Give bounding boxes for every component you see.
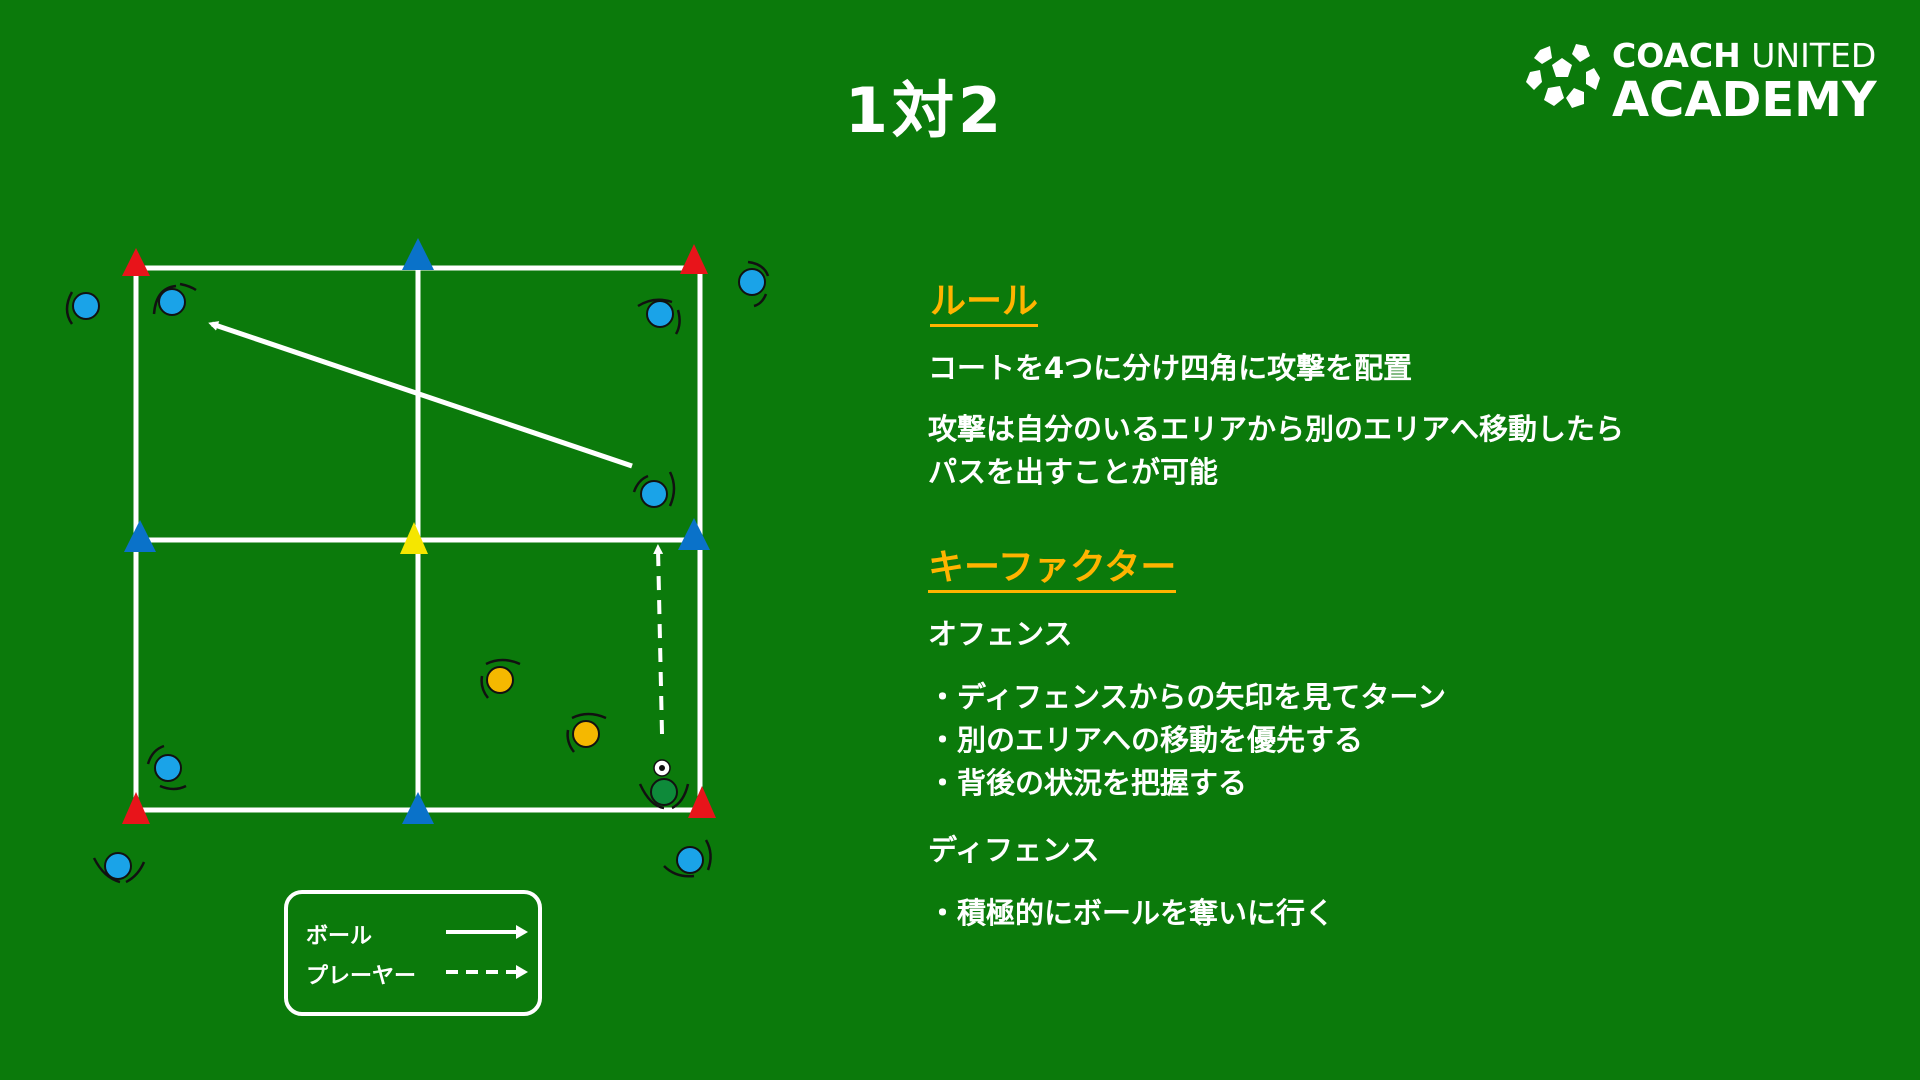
offense-item: ・別のエリアへの移動を優先する bbox=[928, 723, 1364, 757]
player-ball-carrier-icon bbox=[638, 778, 690, 810]
rule-item: パスを出すことが可能 bbox=[928, 455, 1219, 489]
logo-text-academy: ACADEMY bbox=[1612, 72, 1877, 128]
player-defender-icon bbox=[480, 658, 521, 699]
brand-logo: COACH UNITED ACADEMY bbox=[1520, 36, 1880, 128]
player-attacker-icon bbox=[637, 298, 681, 335]
attackers bbox=[65, 260, 770, 884]
ball-carrier bbox=[638, 759, 690, 810]
rules-heading: ルール bbox=[930, 280, 1039, 327]
offense-item: ・背後の状況を把握する bbox=[928, 766, 1248, 800]
cone-icon bbox=[402, 792, 434, 824]
cone-icon bbox=[400, 522, 428, 554]
legend-ball-label: ボール bbox=[306, 924, 373, 949]
cone-icon bbox=[688, 786, 716, 818]
cone-icon bbox=[124, 520, 156, 552]
legend-ball-arrow-icon bbox=[446, 925, 528, 939]
player-defender-icon bbox=[566, 712, 607, 753]
cone-icon bbox=[402, 238, 434, 270]
legend-player-arrow-icon bbox=[446, 965, 528, 979]
cone-icon bbox=[678, 518, 710, 550]
rule-item: コートを4つに分け四角に攻撃を配置 bbox=[928, 351, 1413, 385]
instruction-panel: ルール コートを4つに分け四角に攻撃を配置 攻撃は自分のいるエリアから別のエリア… bbox=[928, 280, 1828, 935]
player-attacker-icon bbox=[663, 839, 712, 878]
cone-icon bbox=[122, 792, 150, 824]
offense-item: ・ディフェンスからの矢印を見てターン bbox=[928, 680, 1446, 714]
cones bbox=[122, 238, 716, 824]
key-factors-heading: キーファクター bbox=[928, 546, 1177, 593]
ball-icon bbox=[653, 759, 671, 777]
defense-item: ・積極的にボールを奪いに行く bbox=[928, 896, 1335, 930]
offense-title: オフェンス bbox=[928, 617, 1073, 651]
legend-player-label: プレーヤー bbox=[306, 964, 417, 989]
logo-united: UNITED bbox=[1740, 36, 1877, 75]
cone-icon bbox=[680, 244, 708, 274]
soccer-ball-logo-icon bbox=[1526, 44, 1600, 108]
logo-text-coach-united: COACH UNITED bbox=[1612, 36, 1876, 75]
player-attacker-icon bbox=[152, 282, 197, 316]
training-field-diagram bbox=[65, 238, 770, 884]
defense-title: ディフェンス bbox=[928, 833, 1100, 867]
page-title: 1対2 bbox=[844, 74, 1006, 147]
player-attacker-icon bbox=[92, 852, 146, 884]
player-run-arrow bbox=[653, 544, 664, 735]
player-attacker-icon bbox=[738, 260, 770, 308]
cone-icon bbox=[122, 248, 150, 276]
legend-box: ボール プレーヤー bbox=[284, 890, 542, 1016]
player-attacker-icon bbox=[632, 471, 676, 508]
player-attacker-icon bbox=[65, 291, 100, 325]
rule-item: 攻撃は自分のいるエリアから別のエリアへ移動したら bbox=[928, 412, 1625, 446]
player-attacker-icon bbox=[146, 744, 187, 791]
pass-arrow bbox=[208, 321, 633, 469]
logo-coach: COACH bbox=[1612, 36, 1741, 75]
defenders bbox=[480, 658, 607, 753]
